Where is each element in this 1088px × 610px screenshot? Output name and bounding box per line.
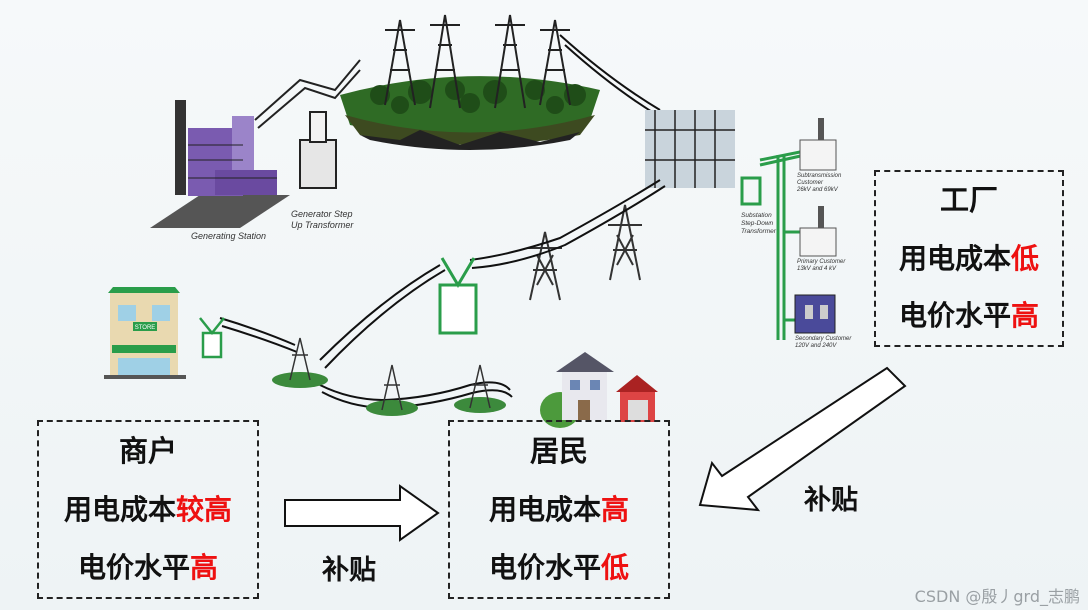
factory-box: 工厂 用电成本低 电价水平高 — [874, 170, 1064, 347]
factory-title: 工厂 — [939, 183, 998, 218]
resident-cost-value: 高 — [601, 492, 630, 526]
substation-caption-line3: Transformer — [741, 228, 776, 236]
primary-customer — [799, 206, 837, 257]
distribution-transformer — [438, 257, 478, 335]
merchant-price-value: 高 — [190, 550, 219, 584]
step-up-caption-line1: Generator Step — [291, 209, 353, 219]
store-transformer — [199, 317, 225, 359]
substation-caption: Substation Step-Down Transformer — [741, 212, 776, 236]
generating-station-caption: Generating Station — [191, 231, 267, 241]
store-sign: STORE — [135, 325, 156, 331]
merchant-box: 商户 用电成本较高 电价水平高 — [37, 420, 259, 599]
resident-price-prefix: 电价水平 — [488, 550, 601, 584]
secondary-caption-line2: 120V and 240V — [795, 343, 837, 350]
small-towers — [272, 337, 506, 416]
factory-price-prefix: 电价水平 — [898, 298, 1011, 332]
primary-caption-line1: Primary Customer — [797, 259, 846, 265]
resident-box: 居民 用电成本高 电价水平低 — [448, 420, 670, 599]
resident-price: 电价水平低 — [488, 550, 630, 584]
step-up-transformer — [254, 59, 361, 189]
subtrans-caption-line2: Customer — [797, 180, 824, 187]
resident-title: 居民 — [529, 433, 588, 468]
step-up-caption-line2: Up Transformer — [291, 220, 354, 231]
subsidy-label-left: 补贴 — [322, 555, 376, 586]
transmission-towers-mid — [528, 204, 642, 301]
substation-caption-line1: Substation — [741, 212, 772, 219]
subsidy-arrow-right — [698, 366, 907, 512]
resident-cost: 用电成本高 — [488, 492, 630, 526]
step-up-transformer-caption: Generator Step Up Transformer — [291, 209, 353, 232]
merchant-cost-prefix: 用电成本 — [63, 492, 176, 526]
secondary-customer-caption: Secondary Customer 120V and 240V — [795, 336, 851, 350]
resident-price-value: 低 — [601, 550, 630, 584]
substation — [645, 110, 762, 206]
watermark: CSDN @殷丿grd_志鹏 — [914, 587, 1080, 606]
transmission-lines — [219, 179, 666, 410]
merchant-cost-value: 较高 — [176, 492, 233, 526]
secondary-customer — [794, 294, 836, 334]
subsidy-label-right: 补贴 — [804, 485, 858, 516]
subtransmission-caption: Subtransmission Customer 26kV and 69kV — [797, 173, 841, 195]
factory-cost: 用电成本低 — [898, 241, 1040, 275]
secondary-caption-line1: Secondary Customer — [795, 336, 852, 342]
factory-price: 电价水平高 — [898, 298, 1040, 332]
merchant-price-prefix: 电价水平 — [77, 550, 190, 584]
merchant-cost: 用电成本较高 — [63, 492, 233, 526]
subsidy-arrow-left — [284, 484, 440, 542]
factory-cost-prefix: 用电成本 — [898, 241, 1011, 275]
merchant-price: 电价水平高 — [77, 550, 219, 584]
subtrans-caption-line3: 26kV and 69kV — [797, 187, 838, 194]
resident-cost-prefix: 用电成本 — [488, 492, 601, 526]
subtrans-caption-line1: Subtransmission — [797, 173, 842, 179]
merchant-title: 商户 — [118, 433, 177, 468]
factory-cost-value: 低 — [1011, 241, 1040, 275]
primary-customer-caption: Primary Customer 13kV and 4 kV — [797, 259, 845, 273]
primary-caption-line2: 13kV and 4 kV — [797, 266, 837, 273]
transmission-forest-plateau — [340, 14, 600, 150]
residential-houses — [540, 352, 658, 428]
generating-station — [150, 100, 290, 228]
store-building — [104, 287, 186, 379]
subtransmission-customer — [799, 118, 837, 171]
substation-caption-line2: Step-Down — [741, 220, 774, 228]
factory-price-value: 高 — [1011, 298, 1040, 332]
